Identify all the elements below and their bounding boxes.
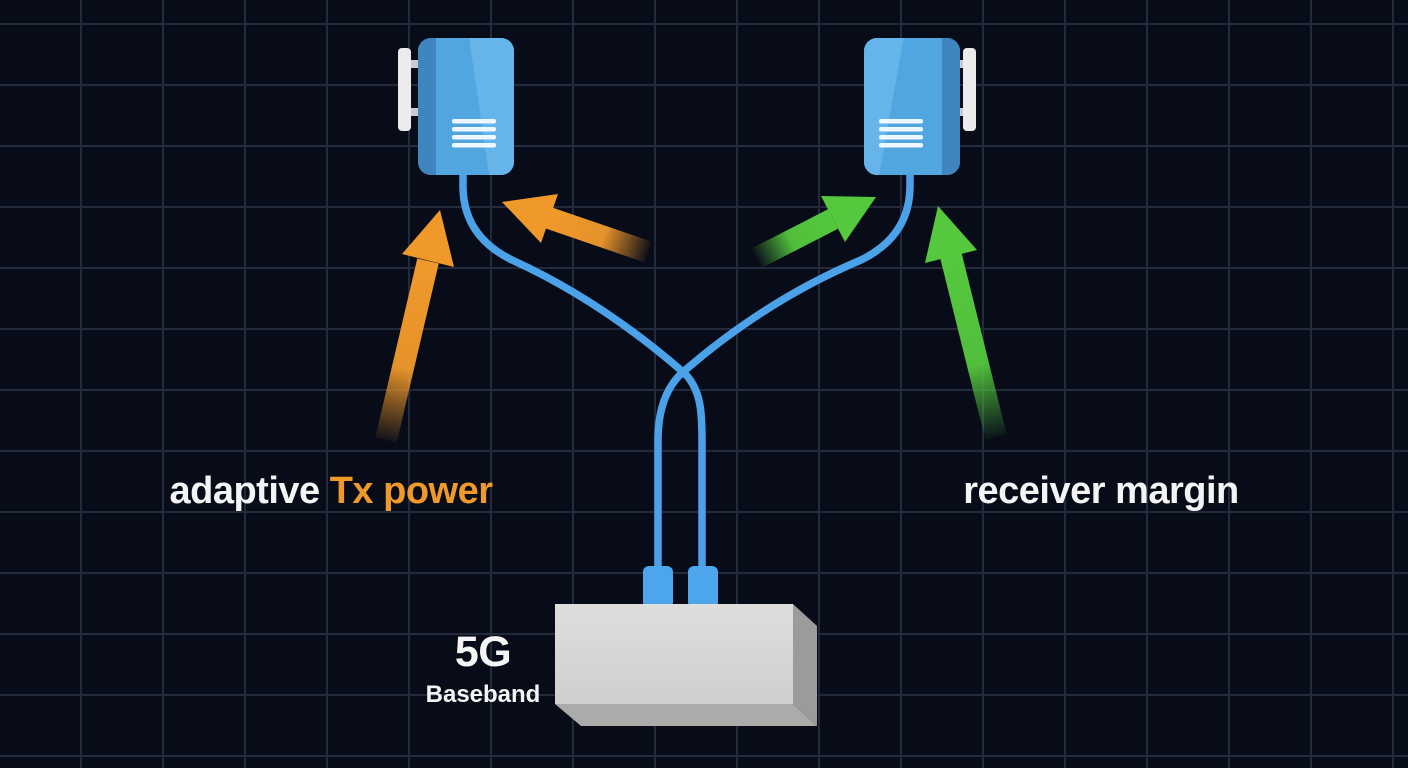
wall-bracket xyxy=(963,48,976,131)
label-adaptive-prefix: adaptive xyxy=(169,470,330,512)
radio-body-shade xyxy=(418,38,436,175)
label-adaptive-tx-power: adaptive Tx power xyxy=(168,470,494,513)
radio-body-highlight xyxy=(864,38,905,175)
bracket-tab xyxy=(408,60,420,68)
connector-right xyxy=(688,566,718,608)
label-tx-power: Tx power xyxy=(329,470,493,512)
bracket-tab xyxy=(408,108,420,116)
arrow-up-icon xyxy=(925,206,1007,440)
vent-slats-icon xyxy=(879,119,923,148)
arrow-up-icon xyxy=(375,210,454,443)
vent-slats-icon xyxy=(452,119,496,148)
receiver-margin-arrows xyxy=(751,196,1007,440)
radio-body-shade xyxy=(942,38,960,175)
label-5g-baseband: 5G Baseband xyxy=(383,631,583,707)
arrow-up-left-icon xyxy=(502,194,652,263)
arrow-up-right-icon xyxy=(751,196,876,268)
radio-body-highlight xyxy=(468,38,514,175)
label-receiver-margin: receiver margin xyxy=(963,470,1239,512)
baseband-front-face xyxy=(555,604,793,704)
wall-bracket xyxy=(398,48,411,131)
cable-left-radio xyxy=(459,164,706,574)
radio-unit-left xyxy=(398,38,514,175)
radio-unit-right xyxy=(864,38,976,175)
baseband-connectors xyxy=(643,566,718,608)
baseband-bottom-face xyxy=(555,704,817,726)
tx-power-arrows xyxy=(375,194,652,443)
label-5g: 5G xyxy=(454,628,512,676)
cable-right-radio xyxy=(654,164,914,574)
fronthaul-cables xyxy=(459,164,914,574)
baseband-side-face xyxy=(793,604,817,726)
label-baseband: Baseband xyxy=(425,681,541,708)
connector-left xyxy=(643,566,673,608)
baseband-unit xyxy=(555,604,817,726)
